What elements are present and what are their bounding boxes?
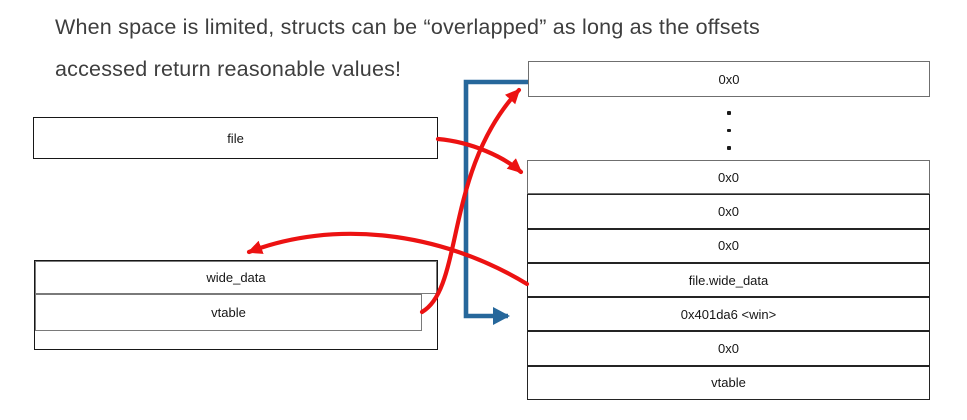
memory-cell: vtable xyxy=(527,365,930,401)
memory-cell: 0x0 xyxy=(527,160,930,195)
vtable-label: vtable xyxy=(211,305,246,320)
ellipsis-dot xyxy=(727,146,731,150)
memory-cell: 0x401da6 <win> xyxy=(527,297,930,332)
vertical-ellipsis xyxy=(727,111,731,150)
memory-cell: 0x0 xyxy=(527,228,930,263)
arrow-topcell-to-win xyxy=(463,79,528,325)
title-line-1: When space is limited, structs can be “o… xyxy=(55,15,760,39)
file-struct-box: file xyxy=(33,117,438,159)
wide-data-box: wide_data xyxy=(35,261,437,294)
ellipsis-dot xyxy=(727,111,731,115)
memory-cell: 0x0 xyxy=(527,194,930,229)
arrow-file-to-memory xyxy=(435,136,524,175)
memory-stack: 0x0 0x0 0x0 file.wide_data 0x401da6 <win… xyxy=(527,160,930,401)
wide-data-label: wide_data xyxy=(206,270,266,285)
vtable-box: vtable xyxy=(35,294,422,331)
memory-cell: 0x0 xyxy=(527,331,930,366)
memory-cell: file.wide_data xyxy=(527,262,930,298)
title-line-2: accessed return reasonable values! xyxy=(55,57,402,81)
memory-cell-top: 0x0 xyxy=(528,61,930,97)
memory-cell-top-label: 0x0 xyxy=(718,71,740,87)
ellipsis-dot xyxy=(727,128,731,132)
file-struct-label: file xyxy=(227,130,244,146)
